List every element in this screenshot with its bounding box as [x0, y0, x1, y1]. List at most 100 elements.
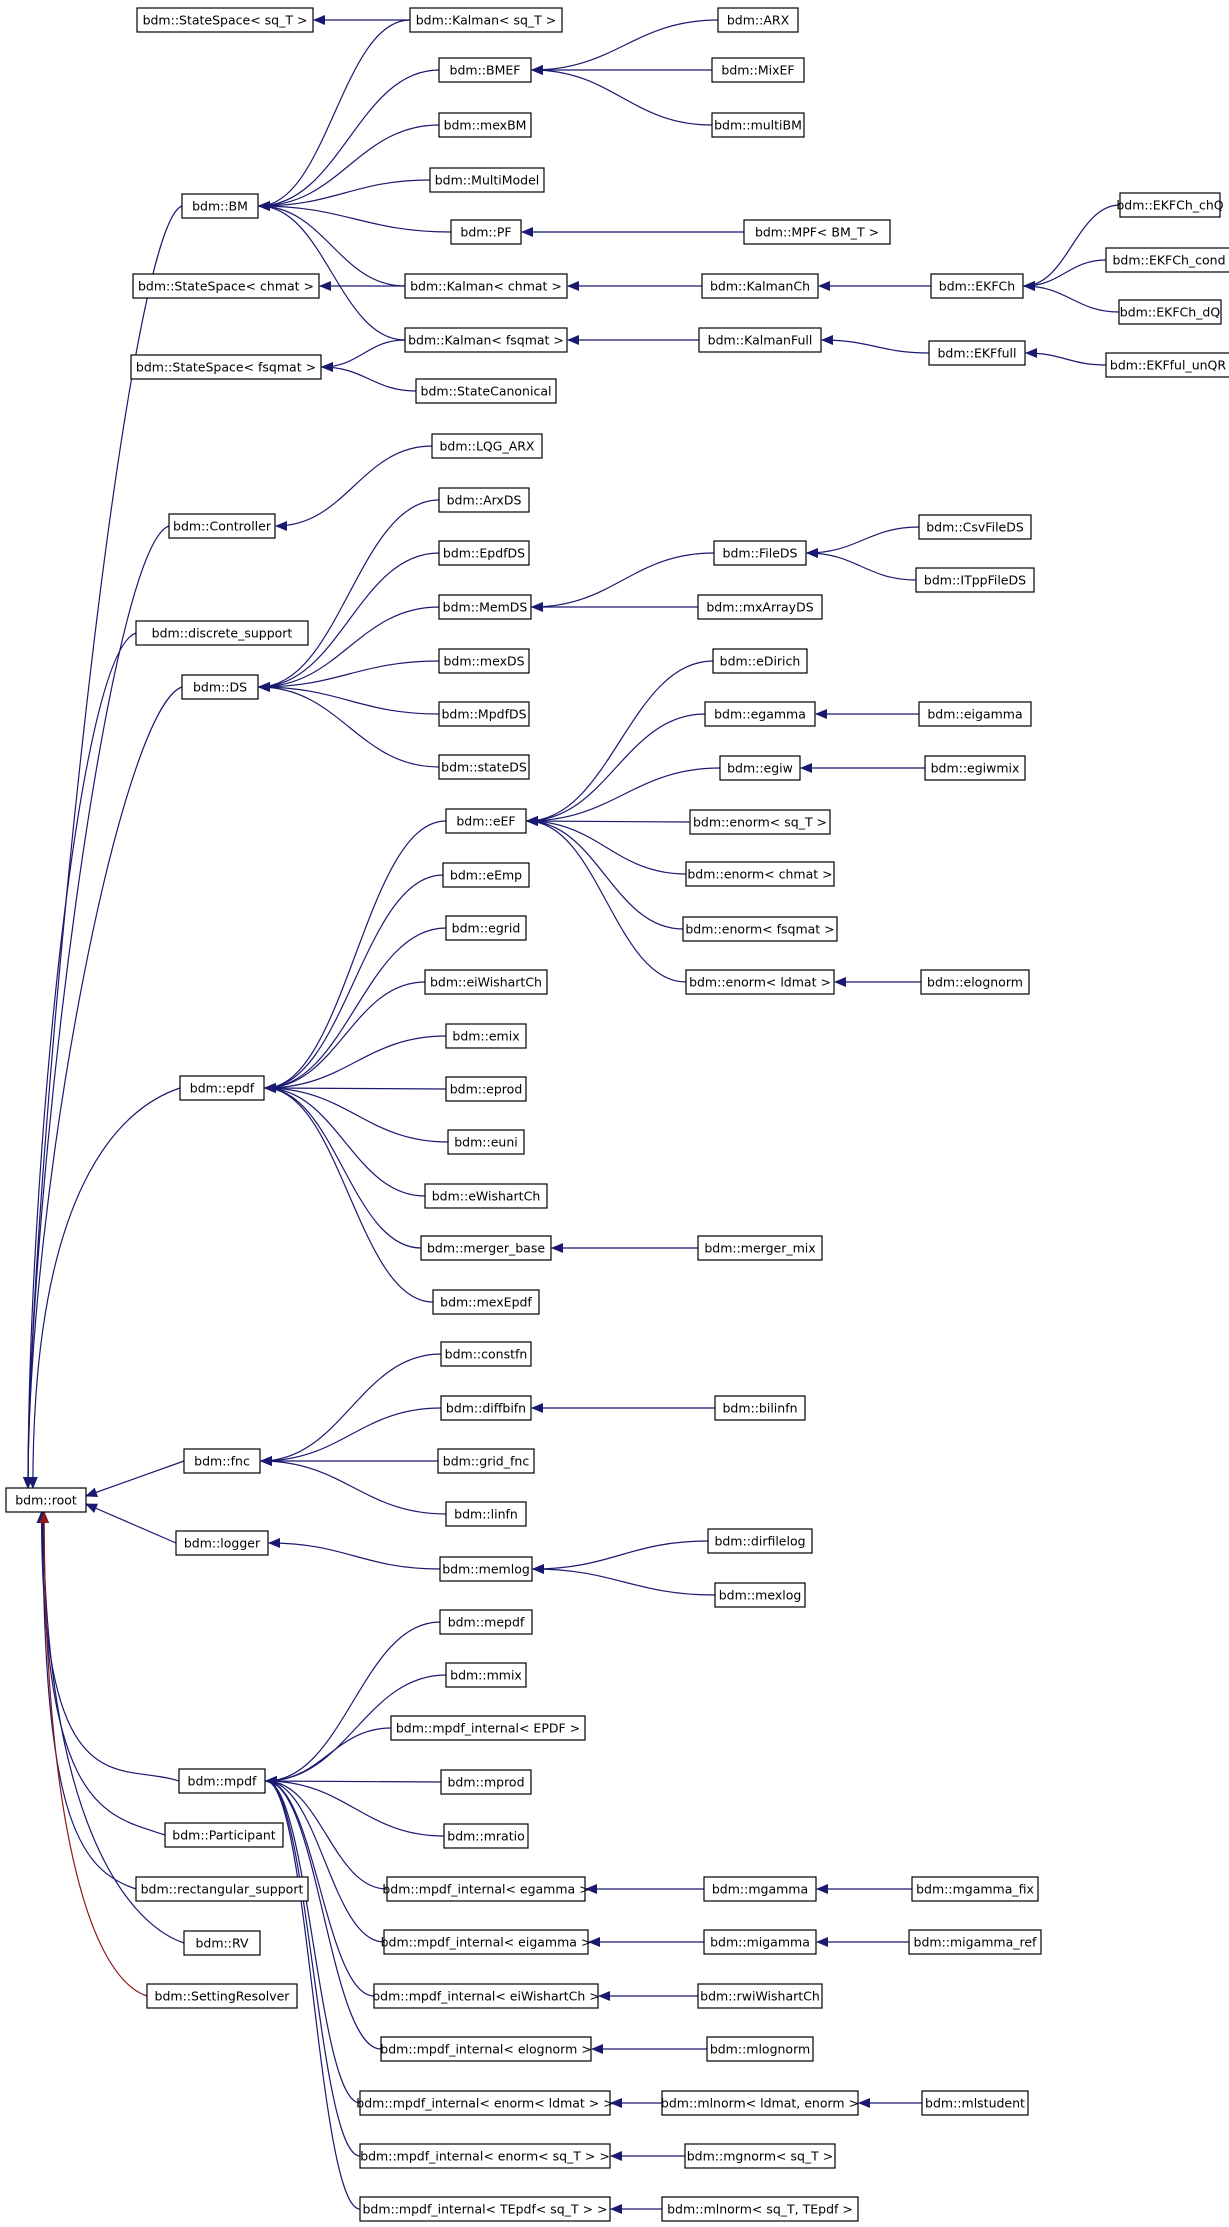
class-node-mpdfi-tepdf[interactable]: bdm::mpdf_internal< TEpdf< sq_T > > [359, 2196, 611, 2222]
class-node-mlognorm[interactable]: bdm::mlognorm [706, 2036, 814, 2062]
class-node-mexbm[interactable]: bdm::mexBM [438, 112, 532, 138]
class-node-csvfileds[interactable]: bdm::CsvFileDS [918, 514, 1032, 540]
class-node-mpdfi-elognorm[interactable]: bdm::mpdf_internal< elognorm > [380, 2036, 592, 2062]
class-node-ekfful-unqr[interactable]: bdm::EKFful_unQR [1105, 352, 1229, 378]
class-node-box [437, 1448, 535, 1474]
class-node-constfn[interactable]: bdm::constfn [440, 1341, 532, 1367]
class-node-enorm-fsqmat[interactable]: bdm::enorm< fsqmat > [682, 916, 838, 942]
class-node-kalmanfull[interactable]: bdm::KalmanFull [698, 327, 822, 353]
class-node-mexds[interactable]: bdm::mexDS [438, 648, 530, 674]
class-node-linfn[interactable]: bdm::linfn [445, 1501, 527, 1527]
class-node-mpdfi-enorm-sqT[interactable]: bdm::mpdf_internal< enorm< sq_T > > [359, 2143, 611, 2169]
class-node-ekfch-cond[interactable]: bdm::EKFCh_cond [1105, 247, 1229, 273]
class-node-ss-chmat[interactable]: bdm::StateSpace< chmat > [132, 273, 320, 299]
class-node-statecanonical[interactable]: bdm::StateCanonical [415, 378, 557, 404]
class-node-bilinfn[interactable]: bdm::bilinfn [714, 1395, 806, 1421]
class-node-mmix[interactable]: bdm::mmix [445, 1662, 527, 1688]
class-node-diffbifn[interactable]: bdm::diffbifn [440, 1395, 532, 1421]
class-node-kalmanch[interactable]: bdm::KalmanCh [701, 273, 819, 299]
class-node-arx[interactable]: bdm::ARX [717, 7, 799, 33]
class-node-kalman-fsqmat[interactable]: bdm::Kalman< fsqmat > [404, 327, 568, 353]
class-node-mpdfi-enorm-ldmat[interactable]: bdm::mpdf_internal< enorm< ldmat > > [356, 2090, 614, 2116]
class-node-dirfilelog[interactable]: bdm::dirfilelog [707, 1528, 813, 1554]
class-node-merger-base[interactable]: bdm::merger_base [420, 1235, 552, 1261]
class-node-mgamma[interactable]: bdm::mgamma [703, 1876, 817, 1902]
class-node-epdf[interactable]: bdm::epdf [179, 1075, 265, 1101]
class-node-arxds[interactable]: bdm::ArxDS [438, 487, 530, 513]
class-node-kalman-chmat[interactable]: bdm::Kalman< chmat > [404, 273, 568, 299]
class-node-migamma-ref[interactable]: bdm::migamma_ref [908, 1929, 1042, 1955]
class-node-ewishartch[interactable]: bdm::eWishartCh [424, 1183, 548, 1209]
class-node-euni[interactable]: bdm::euni [447, 1129, 525, 1155]
class-node-rect-support[interactable]: bdm::rectangular_support [135, 1876, 309, 1902]
class-node-eiwishartch[interactable]: bdm::eiWishartCh [424, 969, 548, 995]
class-node-egamma[interactable]: bdm::egamma [704, 701, 816, 727]
class-node-eemp[interactable]: bdm::eEmp [442, 862, 530, 888]
class-node-eef[interactable]: bdm::eEF [445, 808, 527, 834]
class-node-ekfch[interactable]: bdm::EKFCh [930, 273, 1024, 299]
class-node-mprod[interactable]: bdm::mprod [440, 1769, 532, 1795]
class-node-grid-fnc[interactable]: bdm::grid_fnc [437, 1448, 535, 1474]
class-node-logger[interactable]: bdm::logger [175, 1530, 269, 1556]
class-node-mpdfds[interactable]: bdm::MpdfDS [438, 701, 530, 727]
class-node-label: bdm::eEF [456, 814, 515, 829]
class-node-emix[interactable]: bdm::emix [445, 1023, 527, 1049]
class-node-enorm-chmat[interactable]: bdm::enorm< chmat > [685, 861, 835, 887]
class-node-settingresolver[interactable]: bdm::SettingResolver [146, 1983, 298, 2009]
class-node-ss-sqT[interactable]: bdm::StateSpace< sq_T > [136, 7, 314, 33]
class-node-enorm-sqT[interactable]: bdm::enorm< sq_T > [689, 809, 831, 835]
class-node-mpf[interactable]: bdm::MPF< BM_T > [743, 219, 891, 245]
class-node-mlnorm-ldmat[interactable]: bdm::mlnorm< ldmat, enorm > [661, 2090, 859, 2116]
class-node-mepdf[interactable]: bdm::mepdf [439, 1609, 533, 1635]
class-node-elognorm[interactable]: bdm::elognorm [920, 969, 1030, 995]
class-node-eigamma[interactable]: bdm::eigamma [918, 701, 1032, 727]
class-node-egiw[interactable]: bdm::egiw [719, 755, 801, 781]
class-node-memlog[interactable]: bdm::memlog [439, 1556, 533, 1582]
class-node-controller[interactable]: bdm::Controller [168, 513, 276, 539]
class-node-mexepdf[interactable]: bdm::mexEpdf [432, 1289, 540, 1315]
class-node-mlstudent[interactable]: bdm::mlstudent [921, 2090, 1029, 2116]
class-node-mratio[interactable]: bdm::mratio [443, 1823, 529, 1849]
class-node-multibm[interactable]: bdm::multiBM [711, 112, 805, 138]
class-node-mxarrayds[interactable]: bdm::mxArrayDS [697, 594, 823, 620]
class-node-ekffull[interactable]: bdm::EKFfull [928, 340, 1026, 366]
class-node-multimodel[interactable]: bdm::MultiModel [429, 167, 545, 193]
class-node-kalman-sqT[interactable]: bdm::Kalman< sq_T > [409, 7, 563, 33]
class-node-fnc[interactable]: bdm::fnc [183, 1448, 261, 1474]
class-node-enorm-ldmat[interactable]: bdm::enorm< ldmat > [685, 969, 835, 995]
class-node-mpdfi-eiwishartch[interactable]: bdm::mpdf_internal< eiWishartCh > [372, 1983, 600, 2009]
class-node-mgamma-fix[interactable]: bdm::mgamma_fix [911, 1876, 1039, 1902]
class-node-rwiwishartch[interactable]: bdm::rwiWishartCh [697, 1983, 823, 2009]
class-node-merger-mix[interactable]: bdm::merger_mix [697, 1235, 823, 1261]
class-node-mpdfi-egamma[interactable]: bdm::mpdf_internal< egamma > [382, 1876, 590, 1902]
class-node-mlnorm-sqT[interactable]: bdm::mlnorm< sq_T, TEpdf > [661, 2196, 859, 2222]
class-node-mexlog[interactable]: bdm::mexlog [714, 1582, 806, 1608]
class-node-eprod[interactable]: bdm::eprod [445, 1076, 527, 1102]
class-node-rv[interactable]: bdm::RV [183, 1930, 261, 1956]
class-node-ss-fsqmat[interactable]: bdm::StateSpace< fsqmat > [130, 354, 322, 380]
class-node-root[interactable]: bdm::root [5, 1487, 87, 1513]
class-node-mpdf[interactable]: bdm::mpdf [178, 1768, 266, 1794]
class-node-bmef[interactable]: bdm::BMEF [438, 57, 532, 83]
class-node-mpdfi-eigamma[interactable]: bdm::mpdf_internal< eigamma > [381, 1929, 592, 1955]
class-node-discrete-support[interactable]: bdm::discrete_support [135, 620, 309, 646]
class-node-mgnorm-sqT[interactable]: bdm::mgnorm< sq_T > [684, 2143, 836, 2169]
class-node-migamma[interactable]: bdm::migamma [703, 1929, 817, 1955]
class-node-lqg-arx[interactable]: bdm::LQG_ARX [431, 433, 543, 459]
class-node-egiwmix[interactable]: bdm::egiwmix [924, 755, 1026, 781]
class-node-pf[interactable]: bdm::PF [450, 219, 522, 245]
class-node-stateds[interactable]: bdm::stateDS [438, 754, 530, 780]
class-node-ekfch-chq[interactable]: bdm::EKFCh_chQ [1116, 192, 1224, 218]
class-node-fileds[interactable]: bdm::FileDS [713, 540, 807, 566]
class-node-participant[interactable]: bdm::Participant [164, 1822, 284, 1848]
class-node-memds[interactable]: bdm::MemDS [438, 594, 532, 620]
class-node-bm[interactable]: bdm::BM [181, 193, 259, 219]
class-node-mixef[interactable]: bdm::MixEF [711, 57, 805, 83]
class-node-ds[interactable]: bdm::DS [181, 674, 259, 700]
class-node-epdfds[interactable]: bdm::EpdfDS [438, 540, 530, 566]
class-node-ekfch-dq[interactable]: bdm::EKFCh_dQ [1118, 299, 1222, 325]
class-node-edirich[interactable]: bdm::eDirich [712, 648, 808, 674]
class-node-itppfileds[interactable]: bdm::ITppFileDS [915, 567, 1035, 593]
class-node-mpdfi-epdf[interactable]: bdm::mpdf_internal< EPDF > [390, 1715, 586, 1741]
class-node-egrid[interactable]: bdm::egrid [445, 915, 527, 941]
